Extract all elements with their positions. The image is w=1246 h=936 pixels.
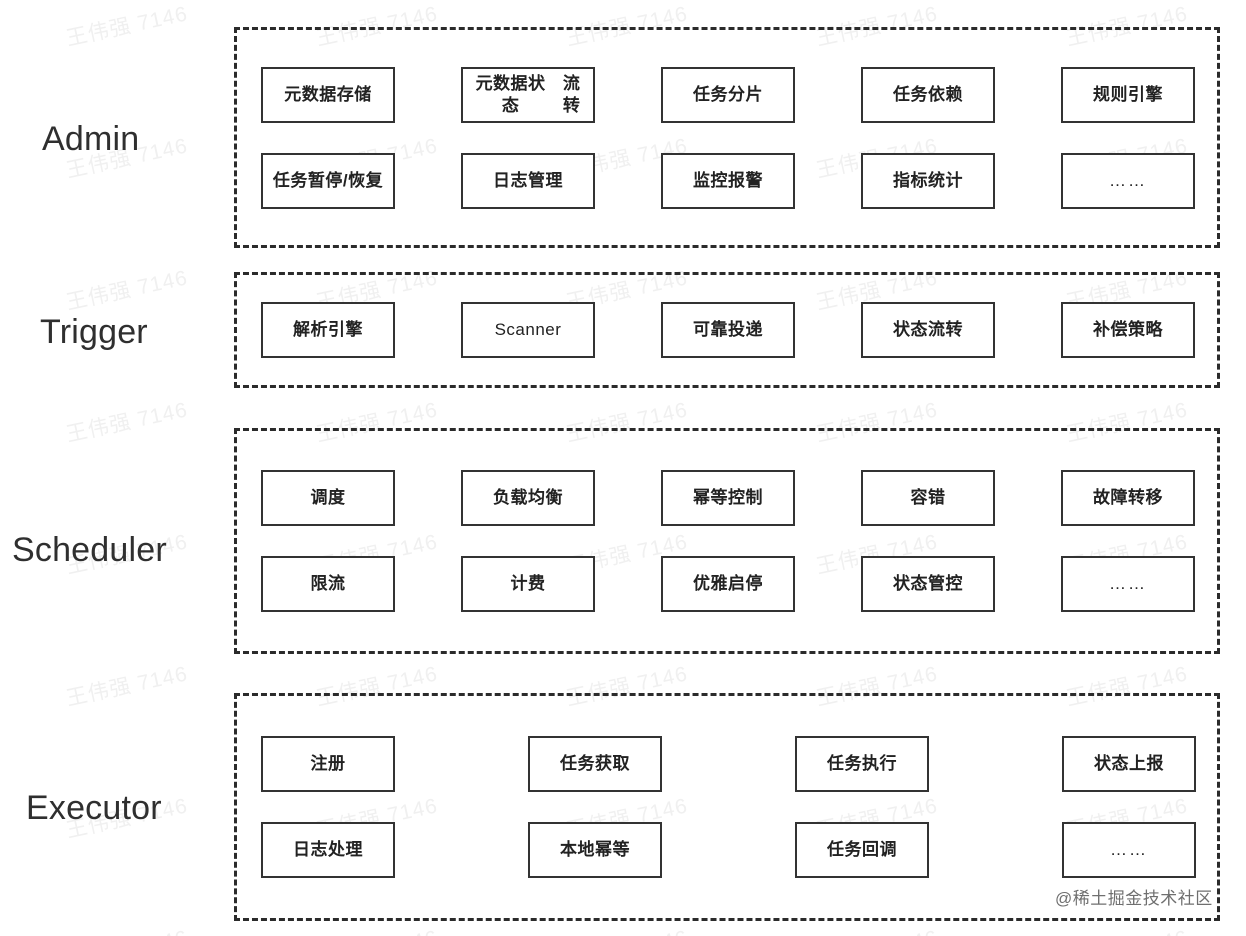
component-box-label: 监控报警 [693, 170, 763, 190]
component-box-label: 指标统计 [893, 170, 963, 190]
component-box[interactable]: 元数据存储 [261, 66, 395, 123]
component-box[interactable]: 计费 [461, 556, 595, 612]
source-credit: @稀土掘金技术社区 [1055, 889, 1213, 908]
component-box-label: 可靠投递 [693, 320, 763, 340]
component-box-label: …… [1109, 574, 1147, 594]
component-box[interactable]: …… [1061, 556, 1195, 612]
component-box[interactable]: 任务回调 [795, 822, 929, 878]
component-box[interactable]: 任务分片 [661, 66, 795, 123]
layer-scheduler-row-2: 限流 计费 优雅启停 状态管控 …… [261, 556, 1217, 612]
layer-container-scheduler: 调度 负载均衡 幂等控制 容错 故障转移限流 计费 优雅启停 状态管控 …… [234, 428, 1220, 654]
layer-label-admin: Admin [42, 120, 140, 158]
component-box-label: 日志处理 [293, 840, 363, 860]
component-box-label: 容错 [910, 488, 946, 508]
component-box-label: 调度 [310, 488, 346, 508]
layer-label-trigger: Trigger [40, 313, 148, 351]
component-box[interactable]: 优雅启停 [661, 556, 795, 612]
component-box-label: 任务获取 [560, 754, 630, 774]
layer-grid-trigger: 解析引擎 Scanner 可靠投递 状态流转 补偿策略 [237, 275, 1217, 385]
layer-container-admin: 元数据存储 元数据状态流转 任务分片 任务依赖 规则引擎任务暂停/恢复 日志管理 监控报警 指… [234, 27, 1220, 248]
layer-container-trigger: 解析引擎 Scanner 可靠投递 状态流转 补偿策略 [234, 272, 1220, 388]
component-box-label: 任务执行 [827, 754, 897, 774]
layer-grid-executor: 注册 任务获取 任务执行 状态上报日志处理 本地幂等 任务回调 …… [237, 696, 1217, 918]
component-box-label: 规则引擎 [1093, 84, 1163, 104]
component-box-label: 任务回调 [827, 840, 897, 860]
component-box-label: 状态管控 [893, 574, 963, 594]
component-box[interactable]: 任务获取 [528, 736, 662, 792]
component-box-label: 解析引擎 [293, 320, 363, 340]
component-box-label: 注册 [310, 754, 346, 774]
component-box-label: 负载均衡 [493, 488, 563, 508]
layer-executor-row-2: 日志处理 本地幂等 任务回调 …… [261, 822, 1217, 878]
component-box[interactable]: 状态上报 [1062, 736, 1196, 792]
component-box-label: 本地幂等 [560, 840, 630, 860]
watermark-text: 王伟强 7146 [63, 921, 190, 936]
component-box[interactable]: 状态管控 [861, 556, 995, 612]
layer-label-executor: Executor [26, 789, 162, 827]
component-box[interactable]: 本地幂等 [528, 822, 662, 878]
component-box[interactable]: 注册 [261, 736, 395, 792]
component-box[interactable]: 故障转移 [1061, 470, 1195, 526]
layer-executor-row-1: 注册 任务获取 任务执行 状态上报 [261, 736, 1217, 792]
component-box-label: …… [1109, 170, 1147, 190]
component-box[interactable]: 元数据状态流转 [461, 66, 595, 123]
component-box-label: 故障转移 [1093, 488, 1163, 508]
component-box[interactable]: 状态流转 [861, 302, 995, 358]
component-box-label: 限流 [310, 574, 346, 594]
component-box[interactable]: 调度 [261, 470, 395, 526]
watermark-text: 王伟强 7146 [64, 662, 190, 711]
component-box-label: 状态流转 [893, 320, 963, 340]
component-box[interactable]: …… [1062, 822, 1196, 878]
component-box-label: 元数据存储 [284, 84, 372, 104]
layer-scheduler-row-1: 调度 负载均衡 幂等控制 容错 故障转移 [261, 470, 1217, 526]
component-box[interactable]: 规则引擎 [1061, 66, 1195, 123]
component-box[interactable]: 负载均衡 [461, 470, 595, 526]
component-box[interactable]: 监控报警 [661, 152, 795, 209]
component-box[interactable]: 任务执行 [795, 736, 929, 792]
component-box-label: 状态上报 [1094, 754, 1164, 774]
component-box[interactable]: 任务暂停/恢复 [261, 152, 395, 209]
component-box-label: 幂等控制 [693, 488, 763, 508]
watermark-text: 王伟强 7146 [64, 2, 190, 51]
component-box[interactable]: 日志处理 [261, 822, 395, 878]
component-box-label: 任务分片 [693, 84, 763, 104]
component-box[interactable]: 指标统计 [861, 152, 995, 209]
component-box-label: 流转 [562, 74, 581, 115]
component-box-label: 元数据状态 [475, 74, 546, 115]
component-box-label: 计费 [510, 574, 546, 594]
component-box[interactable]: 限流 [261, 556, 395, 612]
watermark-text: 王伟强 7146 [1063, 921, 1190, 936]
component-box-label: …… [1110, 840, 1148, 860]
component-box-label: 日志管理 [493, 170, 563, 190]
component-box[interactable]: 解析引擎 [261, 302, 395, 358]
component-box-label: 任务依赖 [893, 84, 963, 104]
component-box-label: Scanner [494, 320, 562, 340]
component-box[interactable]: 幂等控制 [661, 470, 795, 526]
component-box-label: 补偿策略 [1093, 320, 1163, 340]
component-box[interactable]: …… [1061, 152, 1195, 209]
layer-admin-row-1: 元数据存储 元数据状态流转 任务分片 任务依赖 规则引擎 [261, 66, 1217, 123]
component-box[interactable]: 补偿策略 [1061, 302, 1195, 358]
component-box-label: 任务暂停 [272, 170, 343, 190]
layer-label-scheduler: Scheduler [12, 531, 167, 569]
layer-grid-scheduler: 调度 负载均衡 幂等控制 容错 故障转移限流 计费 优雅启停 状态管控 …… [237, 431, 1217, 651]
layer-grid-admin: 元数据存储 元数据状态流转 任务分片 任务依赖 规则引擎任务暂停/恢复 日志管理 监控报警 指… [237, 30, 1217, 245]
watermark-text: 王伟强 7146 [313, 921, 440, 936]
layer-admin-row-2: 任务暂停/恢复 日志管理 监控报警 指标统计 …… [261, 152, 1217, 209]
watermark-text: 王伟强 7146 [64, 266, 190, 315]
layer-container-executor: 注册 任务获取 任务执行 状态上报日志处理 本地幂等 任务回调 …… [234, 693, 1220, 921]
watermark-text: 王伟强 7146 [813, 921, 940, 936]
component-box[interactable]: 日志管理 [461, 152, 595, 209]
component-box[interactable]: 任务依赖 [861, 66, 995, 123]
layer-trigger-row-1: 解析引擎 Scanner 可靠投递 状态流转 补偿策略 [261, 302, 1217, 358]
watermark-text: 王伟强 7146 [563, 921, 690, 936]
component-box[interactable]: 可靠投递 [661, 302, 795, 358]
watermark-text: 王伟强 7146 [64, 398, 190, 447]
component-box[interactable]: 容错 [861, 470, 995, 526]
component-box-label: /恢复 [342, 170, 384, 190]
component-box[interactable]: Scanner [461, 302, 595, 358]
component-box-label: 优雅启停 [693, 574, 763, 594]
